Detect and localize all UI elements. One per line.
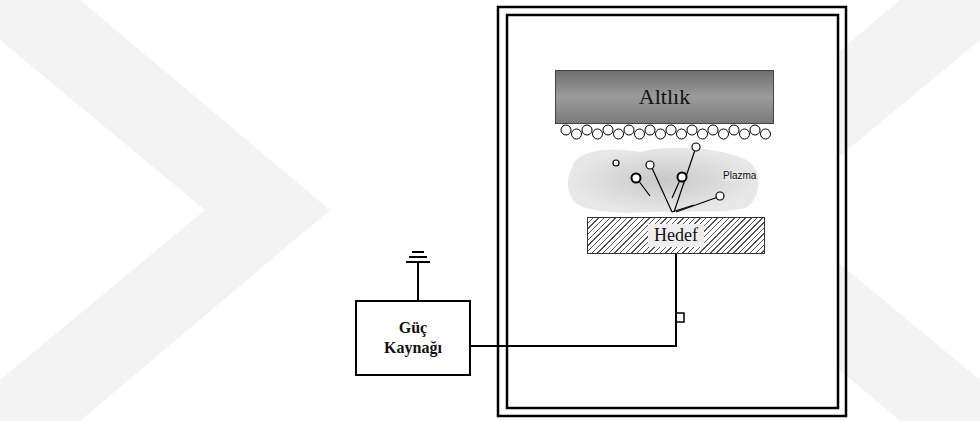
node-label: Güç Kaynağı bbox=[368, 318, 458, 358]
power-wire bbox=[471, 254, 676, 346]
target-box: Hedef bbox=[587, 217, 765, 254]
plasma-label: Plazma bbox=[722, 170, 757, 181]
chamber-outer-wall bbox=[498, 7, 846, 416]
argon-ions bbox=[632, 173, 687, 183]
sputter-paths bbox=[638, 150, 718, 212]
chamber-inner-wall bbox=[507, 15, 838, 408]
substrate-box: Altlık bbox=[555, 70, 774, 124]
deposited-atoms bbox=[561, 125, 771, 139]
node-label: Altlık bbox=[639, 83, 690, 111]
node-label: Hedef bbox=[648, 224, 704, 247]
ground-symbol bbox=[406, 252, 430, 300]
sputtered-atoms bbox=[613, 143, 724, 200]
feedthrough bbox=[676, 313, 684, 322]
plasma-cloud bbox=[568, 148, 759, 213]
power-supply-box: Güç Kaynağı bbox=[355, 300, 471, 376]
